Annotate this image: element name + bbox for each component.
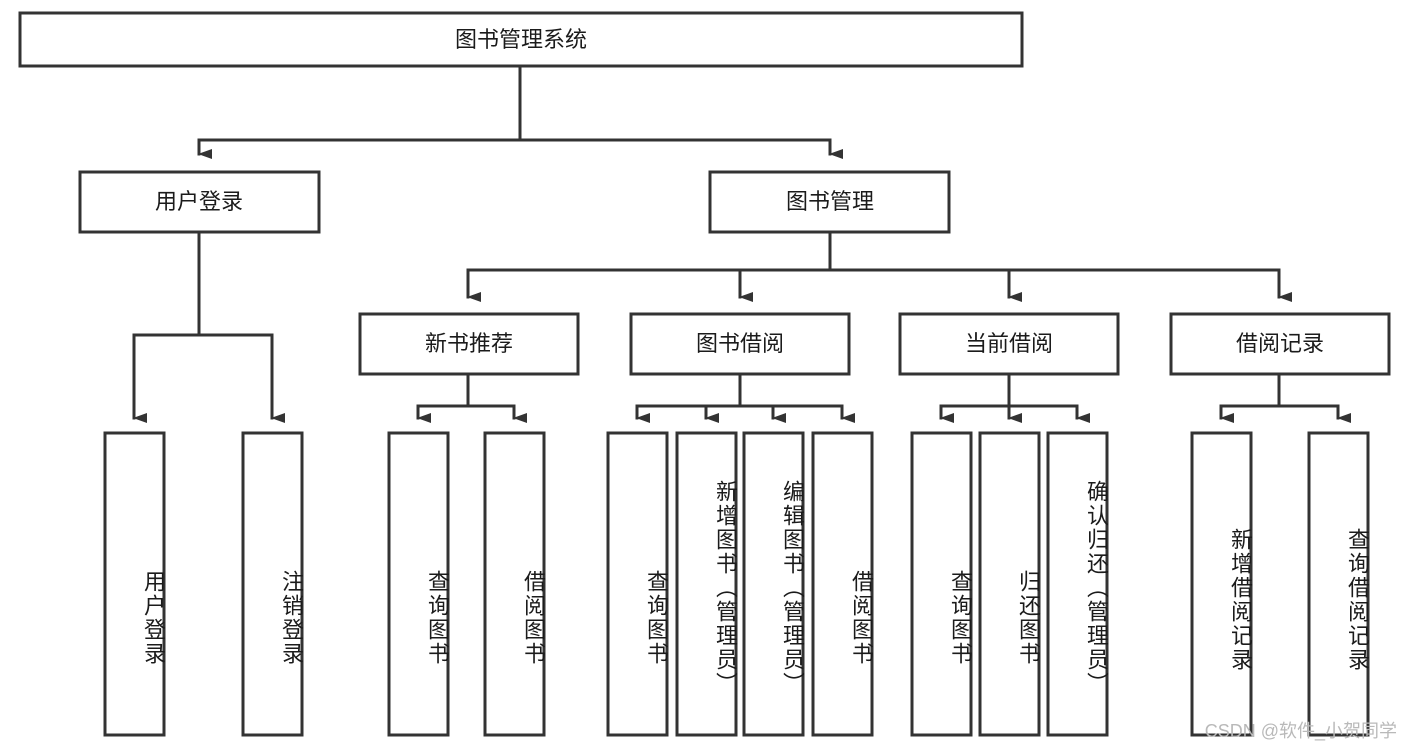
node-book-management[interactable]: 图书管理 (708, 170, 951, 234)
connector-book-borrow-to-leaves (635, 372, 855, 423)
node-current-borrow-label: 当前借阅 (965, 331, 1053, 356)
node-current-borrow[interactable]: 当前借阅 (898, 312, 1120, 376)
node-leaf-logout-login[interactable] (241, 431, 304, 737)
connector-current-borrow-to-leaves (939, 372, 1090, 423)
node-leaf-user-login[interactable] (103, 431, 166, 737)
connector-book-management-to-level3 (466, 230, 1292, 302)
node-book-management-label: 图书管理 (786, 189, 874, 214)
node-borrow-record[interactable]: 借阅记录 (1169, 312, 1391, 376)
node-user-login[interactable]: 用户登录 (78, 170, 321, 234)
node-leaf-borrow-book-1[interactable] (483, 431, 546, 737)
node-user-login-label: 用户登录 (155, 189, 243, 214)
node-leaf-confirm-return[interactable] (1046, 431, 1109, 737)
node-leaf-edit-book[interactable] (742, 431, 805, 737)
node-new-book-recommend-label: 新书推荐 (425, 331, 513, 356)
connector-borrow-record-to-leaves (1219, 372, 1351, 423)
node-root-label: 图书管理系统 (455, 27, 587, 52)
node-leaf-add-book[interactable] (675, 431, 738, 737)
node-leaf-query-record[interactable] (1307, 431, 1370, 737)
node-leaf-return-book[interactable] (978, 431, 1041, 737)
connector-user-login-to-leaves (132, 230, 285, 423)
node-new-book-recommend[interactable]: 新书推荐 (358, 312, 580, 376)
connector-new-book-recommend-to-leaves (416, 372, 527, 423)
csdn-watermark: CSDN @软件_小贺同学 (1204, 721, 1397, 741)
node-book-borrow-label: 图书借阅 (696, 331, 784, 356)
node-root[interactable]: 图书管理系统 (18, 11, 1024, 68)
node-leaf-add-record[interactable] (1190, 431, 1253, 737)
node-leaf-query-book-3[interactable] (910, 431, 973, 737)
connector-root-to-level2 (197, 64, 843, 159)
node-leaf-query-book-2[interactable] (606, 431, 669, 737)
node-book-borrow[interactable]: 图书借阅 (629, 312, 851, 376)
node-leaf-query-book-1[interactable] (387, 431, 450, 737)
node-borrow-record-label: 借阅记录 (1236, 331, 1324, 356)
node-leaf-borrow-book-2[interactable] (811, 431, 874, 737)
